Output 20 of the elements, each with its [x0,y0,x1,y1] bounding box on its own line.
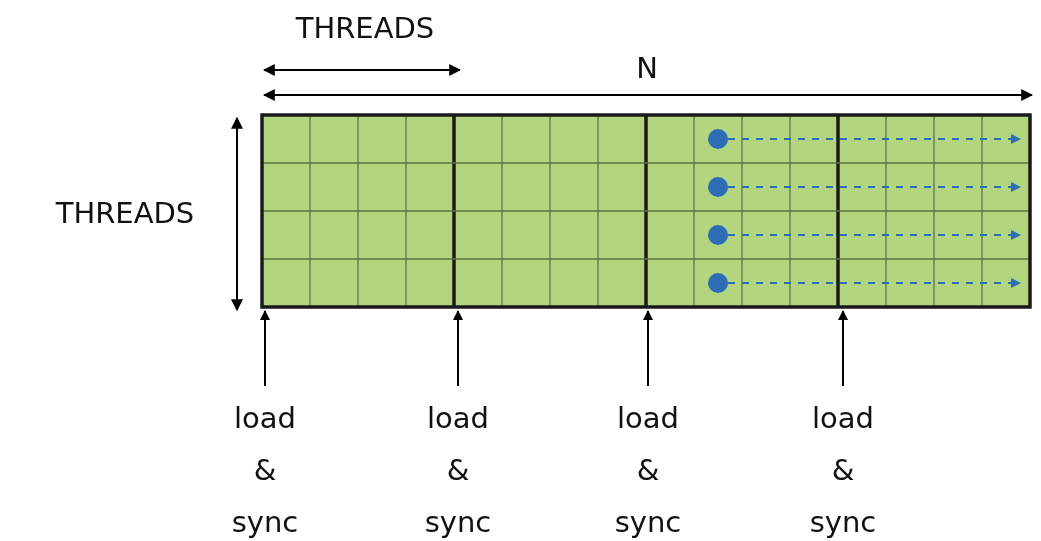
step-label: load & sync [803,392,883,541]
dot [708,225,728,245]
dot [708,273,728,293]
step-label: load & sync [225,392,305,541]
dimension-label: THREADS [295,11,435,45]
dashed-arrow [727,134,1021,144]
arrow [453,310,463,387]
dimension-label: THREADS [55,196,195,230]
dimension-label: N [636,51,658,85]
arrow [643,310,653,387]
step-label: load & sync [418,392,498,541]
dashed-arrow [727,278,1021,288]
arrow [838,310,848,387]
dashed-arrow [727,182,1021,192]
dot [708,129,728,149]
arrow [260,310,270,387]
grid-drawing [262,115,1030,307]
dot [708,177,728,197]
step-label: load & sync [608,392,688,541]
dashed-arrow [727,230,1021,240]
